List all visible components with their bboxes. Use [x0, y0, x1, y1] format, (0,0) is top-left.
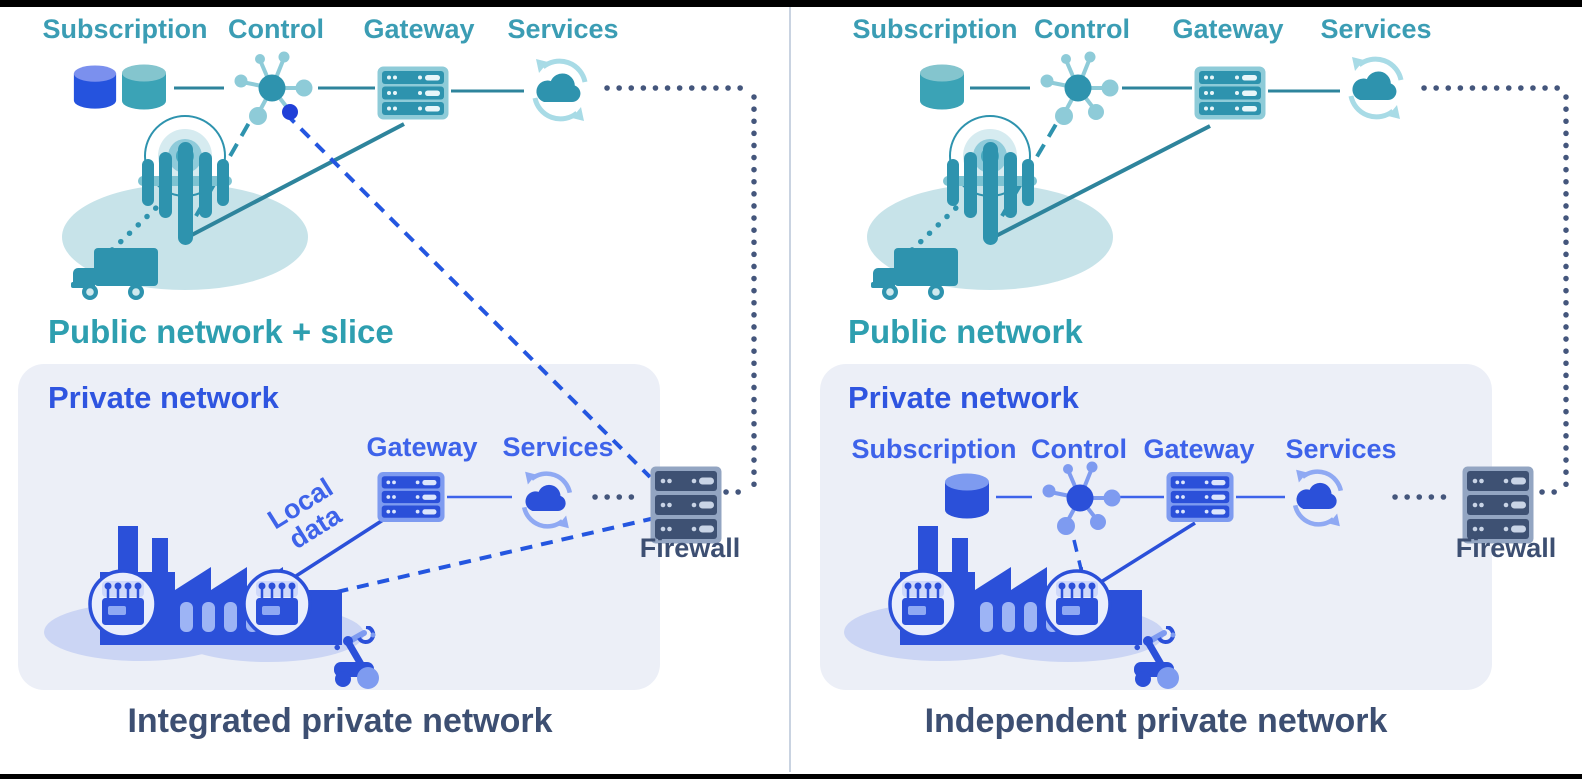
label-gateway: Gateway	[1172, 14, 1284, 44]
label-private-subscription: Subscription	[851, 434, 1017, 464]
panel-divider	[789, 6, 791, 772]
label-control: Control	[228, 14, 324, 44]
robot-arm-icon	[1128, 626, 1188, 690]
database-icon	[70, 64, 120, 112]
label-services: Services	[507, 14, 619, 44]
private-network-heading: Private network	[48, 380, 279, 415]
label-private-control: Control	[1031, 434, 1127, 464]
cell-tower-icon	[923, 112, 1058, 245]
top-border	[0, 0, 1582, 7]
services-cloud-sync-icon	[526, 56, 594, 124]
firewall-label: Firewall	[639, 533, 741, 563]
private-gateway-server-icon	[377, 471, 445, 523]
factory-icon	[40, 516, 362, 662]
firewall-icon	[1462, 466, 1534, 544]
firewall-label: Firewall	[1455, 533, 1557, 563]
label-control: Control	[1034, 14, 1130, 44]
slice-node-dot	[282, 104, 298, 120]
panel-caption: Integrated private network	[127, 702, 553, 740]
database-icon	[916, 63, 968, 113]
factory-icon	[840, 516, 1162, 662]
truck-icon	[870, 244, 962, 302]
control-hub-icon	[1032, 42, 1124, 134]
truck-icon	[70, 244, 162, 302]
machine-circle	[242, 569, 312, 639]
machine-circle	[888, 569, 958, 639]
robot-arm-icon	[328, 626, 388, 690]
services-cloud-sync-icon	[1342, 54, 1410, 122]
machine-circle	[1042, 569, 1112, 639]
label-subscription: Subscription	[852, 14, 1018, 44]
gateway-server-icon	[1194, 66, 1266, 120]
label-private-services: Services	[1285, 434, 1397, 464]
public-network-heading: Public network + slice	[48, 313, 394, 350]
private-services-cloud-sync-icon	[1287, 467, 1349, 529]
label-private-gateway: Gateway	[366, 432, 478, 462]
label-private-gateway: Gateway	[1143, 434, 1255, 464]
firewall-icon	[650, 466, 722, 544]
label-services: Services	[1320, 14, 1432, 44]
gateway-server-icon	[377, 66, 449, 120]
panel-caption: Independent private network	[924, 702, 1388, 740]
database-icon	[118, 63, 170, 113]
private-gateway-server-icon	[1166, 471, 1234, 523]
label-subscription: Subscription	[42, 14, 208, 44]
cell-tower-icon	[118, 112, 253, 245]
label-private-services: Services	[502, 432, 614, 462]
private-database-icon	[941, 471, 993, 523]
public-network-heading: Public network	[848, 313, 1083, 350]
label-gateway: Gateway	[363, 14, 475, 44]
private-services-cloud-sync-icon	[516, 469, 578, 531]
machine-circle	[88, 569, 158, 639]
bottom-border	[0, 774, 1582, 779]
private-network-heading: Private network	[848, 380, 1079, 415]
